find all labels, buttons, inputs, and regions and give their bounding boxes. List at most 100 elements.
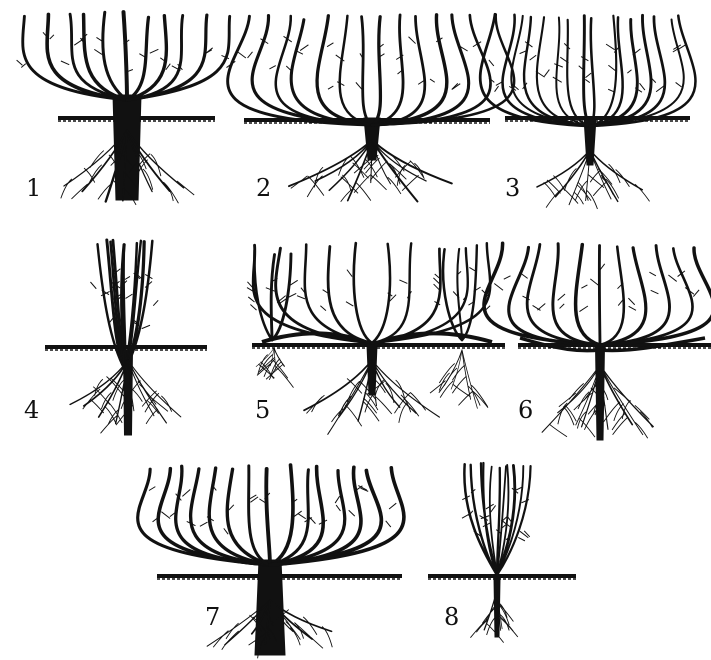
- rootlet: [146, 409, 158, 424]
- twig: [386, 521, 391, 527]
- twig: [349, 510, 355, 516]
- shoot: [372, 15, 469, 125]
- shoot: [362, 17, 372, 125]
- shoot: [599, 246, 600, 345]
- twig: [504, 276, 511, 279]
- twig: [300, 45, 308, 51]
- shoot: [254, 250, 272, 340]
- twig: [554, 64, 563, 67]
- twig: [537, 303, 545, 310]
- rootlet: [635, 422, 648, 438]
- twig: [297, 51, 303, 54]
- twig: [486, 306, 490, 310]
- twig: [590, 279, 598, 285]
- twig: [248, 52, 253, 58]
- shoot: [590, 15, 651, 126]
- twig: [94, 49, 102, 54]
- rootlet: [89, 165, 101, 183]
- shoot: [576, 245, 600, 345]
- rootlet: [606, 179, 619, 198]
- plants: [17, 12, 711, 658]
- rootlet: [395, 161, 411, 177]
- rootlet: [579, 418, 595, 437]
- shoot: [503, 15, 590, 126]
- shoot: [252, 16, 372, 125]
- twig: [289, 293, 296, 297]
- twig: [581, 285, 587, 288]
- twig: [579, 306, 587, 312]
- twig: [336, 505, 340, 511]
- twig: [182, 489, 190, 496]
- twig: [524, 531, 530, 537]
- rootlet: [565, 405, 577, 421]
- panel-label-7: 7: [205, 603, 220, 631]
- rootlet: [376, 397, 392, 414]
- twig: [491, 505, 496, 512]
- twig: [668, 275, 676, 281]
- twig: [606, 44, 615, 50]
- rootlet: [399, 403, 408, 423]
- twig: [399, 280, 407, 284]
- rootlet: [549, 424, 567, 437]
- shoot: [372, 15, 447, 125]
- shoot: [340, 16, 372, 125]
- twig: [627, 70, 631, 73]
- twig: [346, 302, 353, 306]
- rootlet: [501, 618, 518, 637]
- twig: [530, 55, 537, 60]
- twig: [298, 514, 305, 519]
- rootlet: [452, 376, 466, 393]
- twig: [149, 487, 155, 491]
- twig: [585, 73, 591, 77]
- rootlet: [396, 380, 405, 400]
- rootlet: [306, 634, 323, 649]
- rootlet: [104, 406, 116, 424]
- shoot: [590, 20, 637, 126]
- twig: [126, 294, 133, 298]
- twig: [150, 49, 159, 53]
- twig: [153, 300, 158, 305]
- root: [590, 150, 618, 201]
- twig: [328, 86, 333, 89]
- shoot: [567, 20, 590, 126]
- shoot: [600, 247, 624, 345]
- twig: [651, 290, 659, 294]
- shoot: [372, 15, 491, 125]
- root: [372, 140, 452, 183]
- rootlet: [371, 175, 387, 190]
- rootlet: [272, 359, 288, 378]
- twig: [495, 86, 499, 92]
- twig: [248, 297, 254, 302]
- root: [128, 360, 166, 423]
- panel-label-5: 5: [255, 396, 270, 424]
- twig: [518, 537, 525, 540]
- plant-1: [17, 12, 236, 205]
- rootlet: [355, 182, 371, 201]
- twig: [50, 35, 54, 39]
- rootlet: [544, 182, 556, 197]
- twig: [269, 66, 275, 69]
- shoot: [590, 18, 594, 126]
- plant-8: [462, 463, 531, 643]
- twig: [430, 79, 435, 82]
- shoot: [372, 17, 381, 125]
- twig: [290, 280, 298, 285]
- rootlet: [635, 184, 650, 201]
- twig: [142, 325, 150, 328]
- twig: [320, 306, 326, 311]
- rootlet: [71, 184, 87, 199]
- rootlet: [226, 631, 239, 644]
- panel-label-3: 3: [505, 174, 520, 202]
- plant-4: [70, 240, 181, 435]
- plant-7: [138, 465, 404, 658]
- twig: [628, 298, 634, 305]
- root: [304, 360, 372, 410]
- rootlet: [609, 164, 621, 183]
- twig: [297, 296, 305, 299]
- twig: [496, 82, 502, 85]
- panel-label-4: 4: [24, 396, 39, 424]
- rootlet: [593, 182, 607, 196]
- shoot: [276, 16, 372, 125]
- twig: [17, 60, 23, 65]
